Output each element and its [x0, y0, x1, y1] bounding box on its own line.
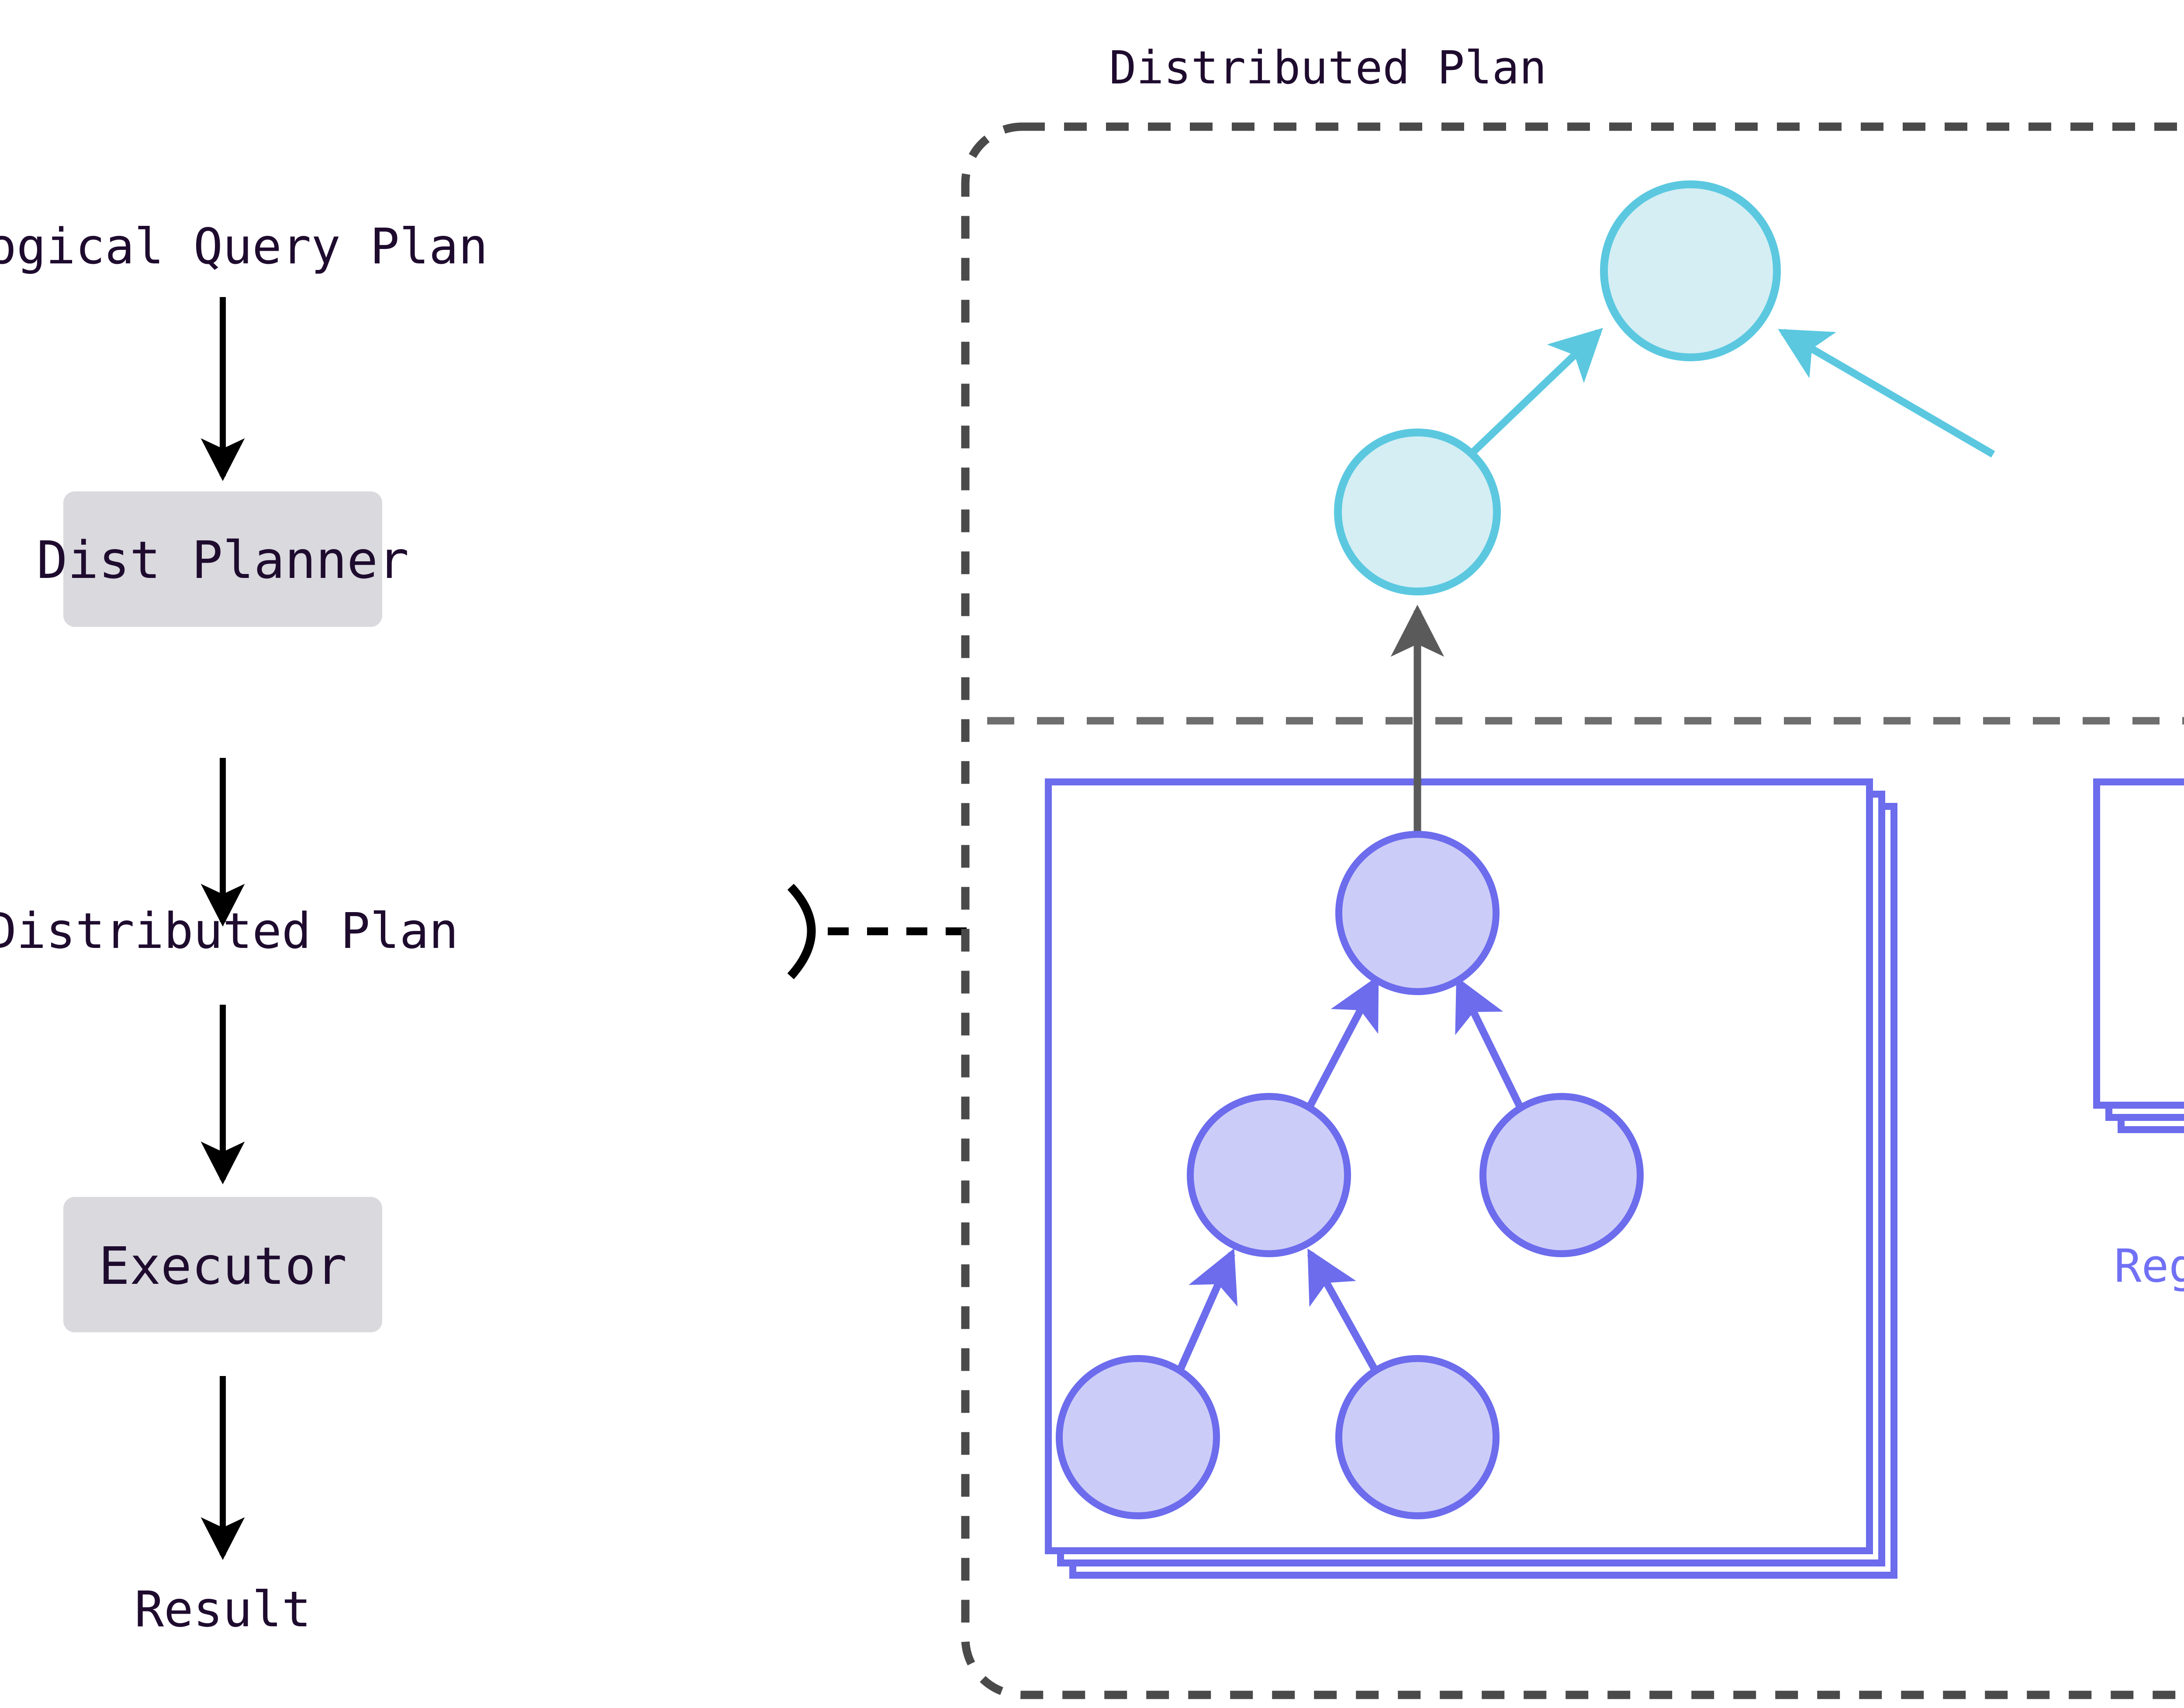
- edge-mid-to-root: [1305, 975, 1379, 1110]
- edge-leaf1-to-mid: [1176, 1248, 1238, 1373]
- executor-label: Executor: [98, 1236, 347, 1296]
- frontend-node-root[interactable]: [1600, 180, 1781, 361]
- container-title: Distributed Plan: [1109, 41, 1547, 94]
- frontend-node-left[interactable]: [1334, 429, 1501, 595]
- datanode-node-left-leaf2[interactable]: [1335, 1355, 1500, 1519]
- cross-stage-arrows: [1390, 605, 1444, 834]
- edge-right-to-root: [1455, 976, 1523, 1107]
- frontend-nodes: [1334, 180, 1781, 595]
- distributed-plan-connector: [787, 884, 968, 979]
- edge-frontend-right-to-root: [1778, 328, 1995, 458]
- datanode-node-left-mid[interactable]: [1187, 1093, 1351, 1257]
- dist-planner-box[interactable]: [63, 491, 382, 627]
- dist-planner-label: Dist Planner: [36, 530, 409, 590]
- edge-frontend-left-to-root: [1468, 328, 1603, 457]
- edge-leaf2-to-mid: [1307, 1248, 1379, 1374]
- datanode-node-left-root[interactable]: [1335, 831, 1500, 995]
- logical-query-plan-label: Logical Query Plan: [0, 218, 488, 275]
- result-label: Result: [134, 1581, 311, 1638]
- regions-label: Regions: [2114, 1239, 2184, 1293]
- distributed-plan-label: Distributed Plan: [0, 903, 459, 960]
- brace-icon: [787, 884, 816, 979]
- region-r-layer-front: [2093, 778, 2184, 1109]
- region-stack-right[interactable]: [2093, 778, 2184, 1133]
- datanode-node-left-leaf1[interactable]: [1056, 1355, 1220, 1519]
- executor-box[interactable]: [63, 1197, 382, 1332]
- datanode-nodes: [1056, 831, 1644, 1519]
- datanode-tree-edges: [1176, 975, 1523, 1374]
- datanode-node-left-right[interactable]: [1479, 1093, 1644, 1257]
- frontend-tree-edges: [1468, 328, 1995, 458]
- pipeline-boxes: [63, 491, 382, 1332]
